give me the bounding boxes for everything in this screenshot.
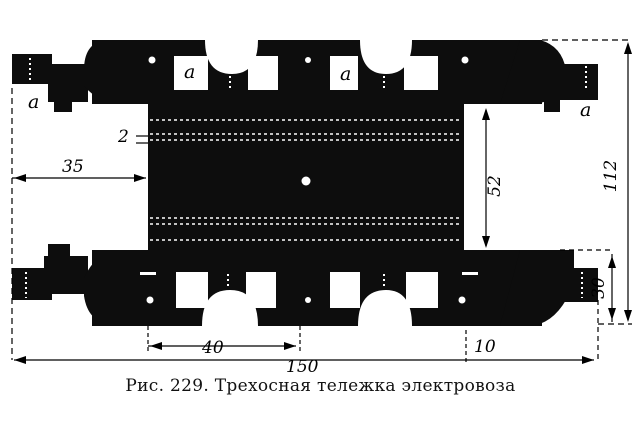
dim-label-150: 150	[286, 357, 319, 377]
bottom-bearing-pads	[222, 272, 394, 288]
central-cross-beam	[148, 104, 464, 250]
top-frame-openings	[174, 40, 438, 90]
label-a-top-left: a	[28, 91, 39, 113]
bottom-frame-openings	[176, 272, 438, 326]
dim-label-30: 30	[589, 277, 609, 299]
bottom-bolt-holes	[146, 296, 466, 304]
top-side-frame	[12, 40, 598, 104]
dimension-lines	[11, 39, 632, 362]
dim-label-112: 112	[601, 160, 621, 192]
dimension-arrows	[14, 42, 632, 364]
top-bolt-holes	[148, 56, 469, 64]
bottom-side-frame	[12, 244, 598, 326]
dim-label-35: 35	[62, 157, 84, 177]
dim-label-52: 52	[485, 175, 505, 197]
dim-label-40: 40	[201, 338, 224, 358]
bottom-rivet-lines	[25, 272, 583, 298]
figure-caption: Рис. 229. Трехосная тележка электровоза	[125, 376, 516, 396]
label-a-window-left: a	[184, 61, 195, 83]
top-rivet-lines	[29, 58, 587, 90]
label-a-window-right: a	[340, 63, 351, 85]
bottom-slot-marks	[140, 272, 478, 275]
dim-label-10: 10	[474, 337, 496, 357]
dim-label-2: 2	[117, 127, 129, 147]
pivot-center-hole	[301, 176, 311, 186]
label-a-top-right: a	[580, 99, 591, 121]
